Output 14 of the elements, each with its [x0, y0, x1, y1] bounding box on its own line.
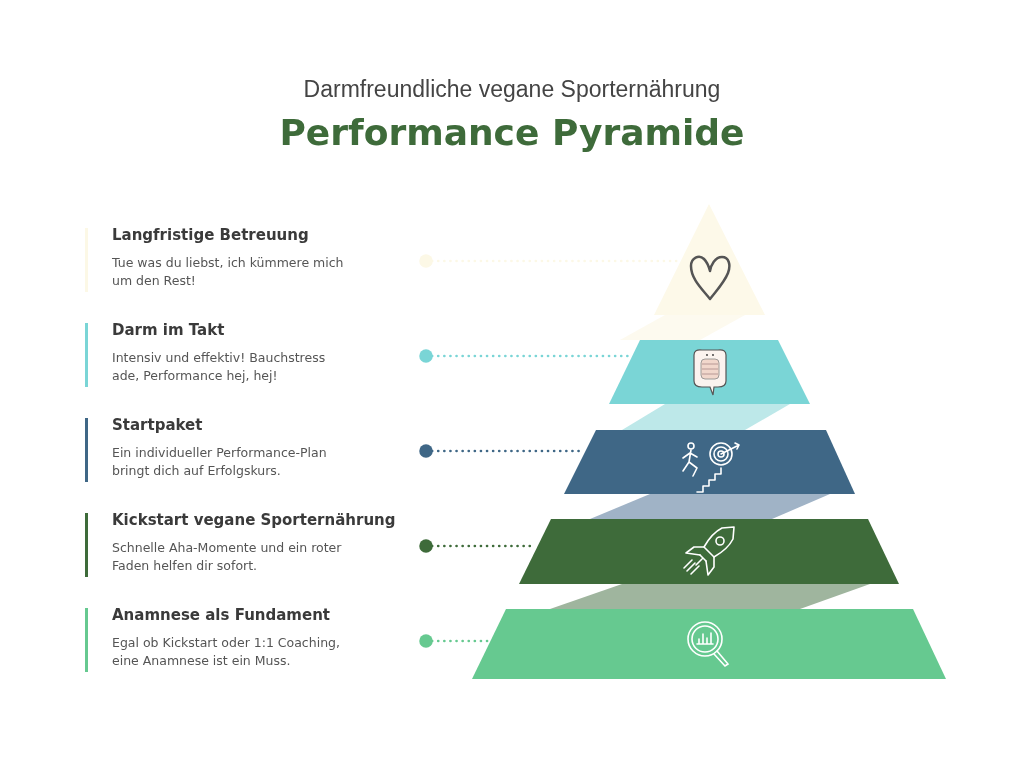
subtitle: Darmfreundliche vegane Sporternährung [302, 76, 722, 103]
heading: Anamnese als Fundament [112, 606, 331, 624]
heading: Kickstart vegane Sporternährung [112, 511, 397, 529]
description: Tue was du liebst, ich kümmere mich um den Rest! [112, 254, 345, 290]
leader-line [419, 349, 632, 363]
title: Performance Pyramide [278, 112, 746, 153]
description: Egal ob Kickstart oder 1:1 Coaching, eine Anamnese ist ein Muss. [112, 634, 341, 670]
heading: Darm im Takt [112, 321, 226, 339]
leader-line [419, 634, 490, 648]
description: Intensiv und effektiv! Bauchstress ade, Performance hej, hej! [112, 349, 327, 385]
heading: Langfristige Betreuung [112, 226, 310, 244]
description: Ein individueller Performance-Plan bringt dich auf Erfolgskurs. [112, 444, 328, 480]
heading: Startpaket [112, 416, 204, 434]
description: Schnelle Aha-Momente und ein roter Faden helfen dir sofort. [112, 539, 343, 575]
